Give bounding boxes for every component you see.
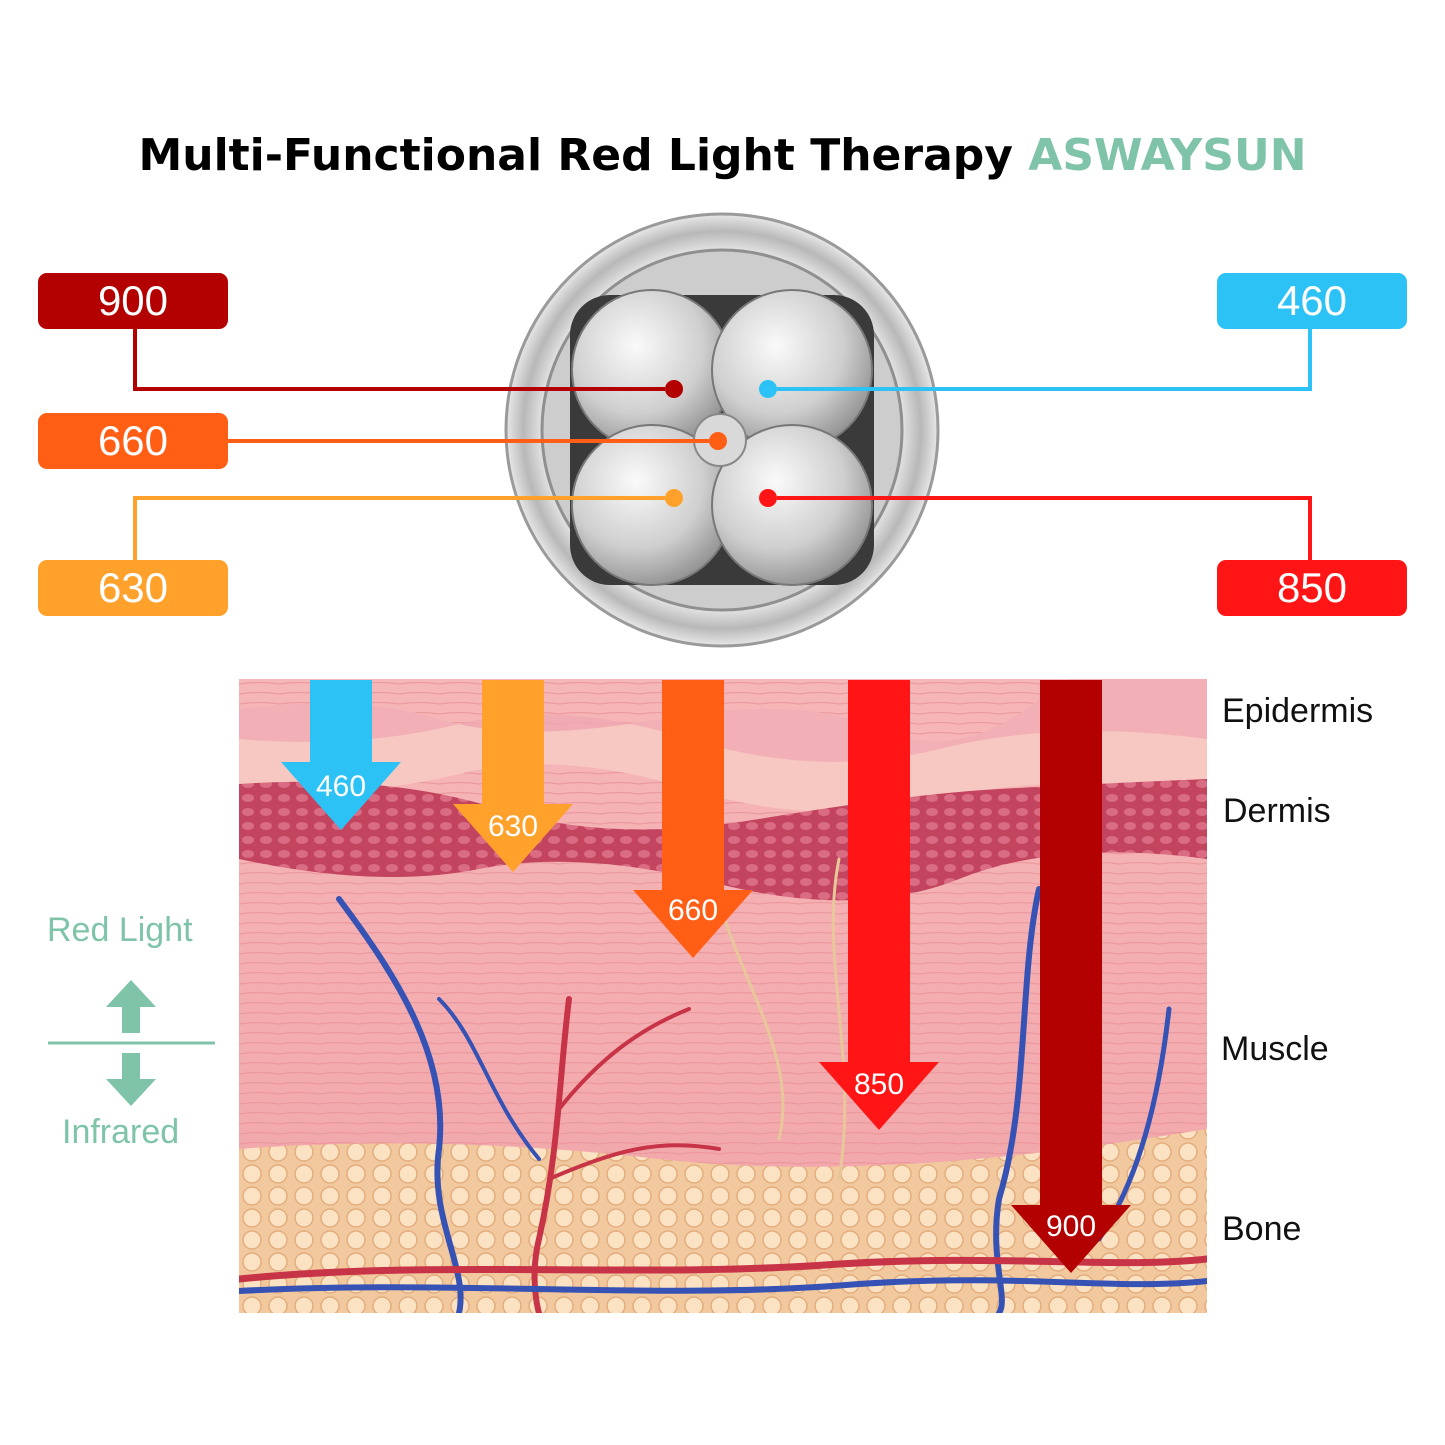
arrow-label-900: 900 (1046, 1210, 1096, 1243)
tag-900: 900 (38, 273, 228, 329)
reflector-cups (571, 289, 873, 586)
legend-infrared: Infrared (62, 1113, 180, 1151)
legend-red-light: Red Light (47, 911, 193, 949)
arrow-630: 630 (453, 680, 573, 872)
blood-vessels (239, 857, 1207, 1313)
arrow-down-icon (106, 1053, 156, 1106)
arrow-label-630: 630 (488, 810, 538, 843)
layer-label-bone: Bone (1222, 1210, 1302, 1248)
arrow-up-icon (106, 980, 156, 1033)
led-dot-630 (665, 489, 683, 507)
led-dot-660 (709, 432, 727, 450)
arrow-label-660: 660 (668, 894, 718, 927)
connector-460 (777, 328, 1312, 391)
layer-label-dermis: Dermis (1223, 792, 1331, 830)
arrow-850: 850 (819, 680, 939, 1130)
tag-630: 630 (38, 560, 228, 616)
led-dot-460 (759, 380, 777, 398)
reflector-cup (711, 424, 873, 586)
brand-name: ASWAYSUN (1028, 130, 1307, 181)
tag-660: 660 (38, 413, 228, 469)
arrow-label-850: 850 (854, 1068, 904, 1101)
arrow-460: 460 (281, 680, 401, 830)
layer-label-epidermis: Epidermis (1222, 692, 1374, 730)
tag-460: 460 (1217, 273, 1407, 329)
layer-label-muscle: Muscle (1221, 1030, 1329, 1068)
page-title: Multi-Functional Red Light Therapy ASWAY… (0, 130, 1445, 181)
connector-630 (133, 496, 665, 560)
title-main: Multi-Functional Red Light Therapy (138, 130, 1013, 181)
arrow-660: 660 (633, 680, 753, 958)
connector-900 (133, 328, 665, 391)
legend-arrows (48, 980, 215, 1106)
arrow-900: 900 (1011, 680, 1131, 1273)
led-dot-850 (759, 489, 777, 507)
connector-850 (777, 496, 1312, 560)
arrow-label-460: 460 (316, 770, 366, 803)
tag-850: 850 (1217, 560, 1407, 616)
led-dot-900 (665, 380, 683, 398)
device-head (133, 212, 1312, 648)
